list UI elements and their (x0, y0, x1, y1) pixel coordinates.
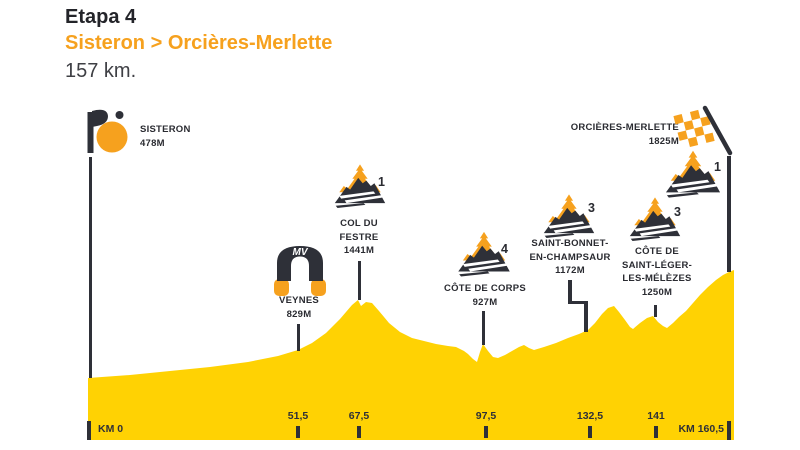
axis-tick-label: 141 (647, 410, 665, 422)
climb-elevation: 1250M (641, 286, 673, 298)
climb-label-bonnet: SAINT-BONNET- EN-CHAMPSAUR 1172M (529, 237, 610, 278)
axis-start-label: KM 0 (98, 423, 124, 435)
finish-elevation: 1825M (648, 135, 679, 147)
stage-title: Etapa 4 (65, 6, 137, 28)
axis-tick-end (727, 421, 731, 440)
cyclist-start-icon (87, 109, 128, 153)
checkered-flag-icon (673, 105, 733, 156)
category-badge-festre: 1 (378, 175, 385, 189)
marker-line-bonnet-elbow (568, 300, 588, 304)
climb-name-line: CÔTE DE (635, 246, 679, 257)
marker-line-start (88, 157, 92, 378)
category-badge-leger: 3 (674, 205, 681, 219)
climb-name-line: SAINT-BONNET- (531, 238, 609, 249)
finish-line (727, 156, 731, 272)
climb-label-leger: CÔTE DE SAINT-LÉGER- LES-MÉLÈZES 1250M (622, 245, 692, 299)
category-badge-finish: 1 (714, 160, 721, 174)
climb-name-line: LES-MÉLÈZES (622, 273, 692, 284)
finish-name: ORCIÈRES-MERLETTE (570, 122, 679, 133)
category-badge-bonnet: 3 (588, 201, 595, 215)
mountain-icon-finish (664, 149, 722, 199)
climb-label-corps: CÔTE DE CORPS 927M (444, 282, 526, 309)
mountain-icon-bonnet (542, 193, 596, 239)
category-badge-corps: 4 (501, 242, 508, 256)
axis-end-label: KM 160,5 (678, 423, 724, 435)
start-label: SISTERON 478M (140, 123, 191, 150)
climb-label-festre: COL DU FESTRE 1441M (340, 217, 379, 258)
stage-route: Sisteron > Orcières-Merlette (65, 32, 333, 54)
stage-distance: 157 km. (65, 60, 137, 82)
axis-tick-label: 51,5 (287, 410, 309, 422)
marker-line-veynes (296, 324, 300, 351)
climb-elevation: 1441M (343, 245, 375, 256)
mountain-icon-leger (628, 196, 682, 242)
axis-tick-label: 67,5 (348, 410, 370, 422)
intermediate-sprint-icon: MV (274, 246, 326, 296)
marker-line-corps (481, 311, 485, 345)
climb-name-line: FESTRE (339, 231, 379, 243)
marker-line-leger (653, 305, 657, 317)
axis-tick-label: 97,5 (475, 410, 497, 422)
climb-elevation: 1172M (555, 265, 585, 276)
climb-name-line: CÔTE DE CORPS (444, 283, 526, 294)
start-elevation: 478M (140, 137, 165, 149)
marker-line-bonnet-lower (584, 300, 588, 332)
axis-tick-label: 132,5 (576, 410, 604, 422)
climb-elevation: 927M (472, 296, 498, 308)
header: Etapa 4 Sisteron > Orcières-Merlette 157… (65, 5, 332, 83)
climb-name-line: COL DU (340, 218, 378, 229)
sprint-badge: MV (293, 247, 309, 258)
finish-label: ORCIÈRES-MERLETTE 1825M (571, 121, 679, 148)
sprint-name: VEYNES (278, 295, 320, 306)
marker-line-bonnet-upper (568, 280, 572, 304)
axis-tick (357, 426, 361, 438)
start-name: SISTERON (140, 124, 191, 135)
axis-tick (654, 426, 658, 438)
climb-name-line: SAINT-LÉGER- (621, 259, 693, 271)
sprint-elevation: 829M (286, 308, 312, 320)
marker-line-festre (357, 261, 361, 300)
climb-name-line: EN-CHAMPSAUR (529, 251, 611, 263)
sprint-label: VEYNES 829M (279, 294, 319, 321)
axis-tick-start (87, 421, 91, 440)
axis-tick (588, 426, 592, 438)
axis-tick (296, 426, 300, 438)
axis-tick (484, 426, 488, 438)
